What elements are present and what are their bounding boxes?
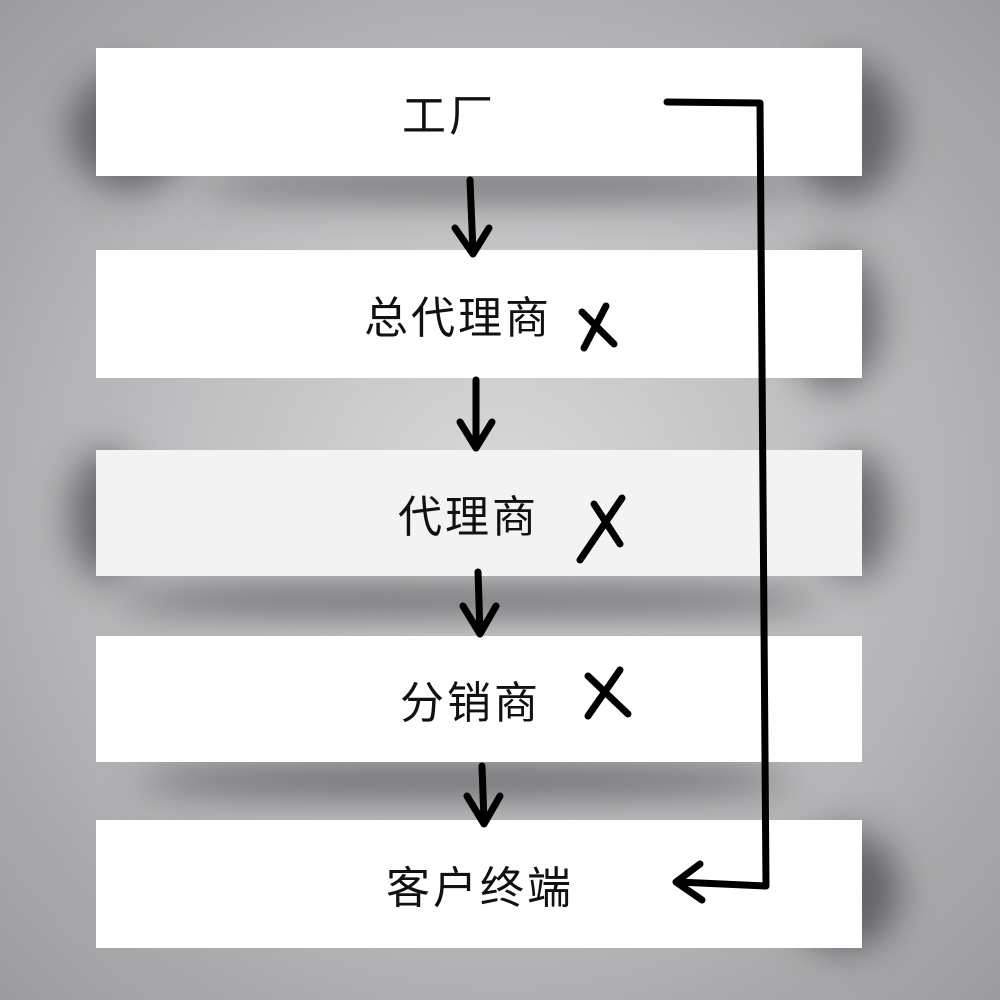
down-arrow-icon (456, 376, 496, 452)
stage-panel-factory: 工厂 (96, 48, 862, 176)
cross-mark-icon (584, 666, 632, 720)
stage-label-distributor: 分销商 (400, 678, 541, 729)
stage-label-agent: 代理商 (398, 492, 539, 543)
stage-label-factory: 工厂 (402, 91, 496, 142)
stage-panel-distributor: 分销商 (96, 636, 862, 762)
stage-panel-agent: 代理商 (96, 450, 862, 576)
stage-label-general-agent: 总代理商 (364, 293, 552, 344)
stage-label-customer: 客户终端 (386, 863, 574, 914)
down-arrow-icon (459, 568, 500, 638)
cross-mark-icon (578, 302, 618, 352)
down-arrow-icon (463, 762, 504, 828)
stage-panel-general-agent: 总代理商 (96, 250, 862, 378)
bypass-arrow-icon (663, 98, 770, 904)
cross-mark-icon (576, 494, 626, 564)
down-arrow-icon (451, 176, 493, 258)
